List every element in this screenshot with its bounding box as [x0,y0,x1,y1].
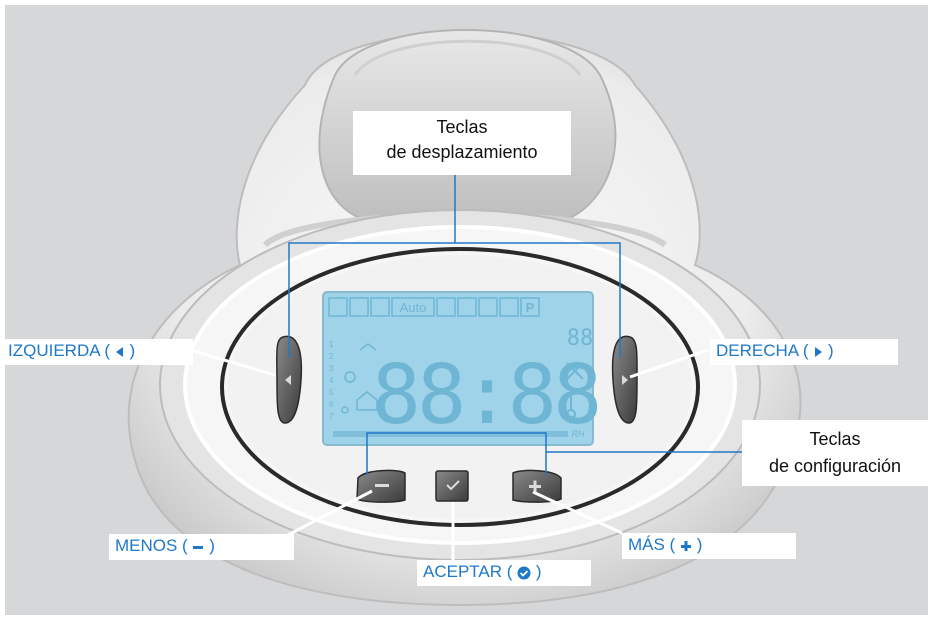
config-keys-text: Teclas de configuración [768,429,902,476]
scroll-keys-text: Teclas de desplazamiento [386,117,538,162]
lcd-small-digits: 88 [567,326,594,351]
plus-icon [529,480,541,493]
plus-label: MÁS ( ) [622,533,796,559]
svg-text:6: 6 [329,400,334,409]
minus-pointer [287,489,373,537]
config-keys-label: Teclas de configuración [742,420,928,486]
lcd-day-numbers: 1 2 3 4 5 6 7 [329,340,334,421]
diagram-stage: Auto P 1 2 3 4 5 6 7 88:88 88 RH [5,5,928,615]
accept-label-close: ) [535,562,542,581]
svg-text:2: 2 [329,352,334,361]
lcd-p-icon: P [526,300,535,315]
left-label-close: ) [129,341,136,360]
minus-label-text: MENOS ( [115,536,188,555]
svg-text:7: 7 [329,412,334,421]
accept-label-text: ACEPTAR ( [423,562,513,581]
accept-button[interactable] [435,470,469,502]
plus-label-close: ) [696,535,703,554]
minus-label-close: ) [209,536,215,555]
scroll-keys-bracket [288,242,621,358]
lcd-mode-icons [341,343,378,414]
svg-text:5: 5 [329,388,334,397]
svg-text:4: 4 [329,376,334,385]
minus-button[interactable] [356,469,406,503]
right-label-close: ) [828,341,834,360]
minus-icon [193,545,204,549]
left-label-text: IZQUIERDA ( [8,341,111,360]
lcd-top-icon-row [328,297,540,317]
right-label-text: DERECHA ( [716,341,809,360]
right-pointer [629,348,709,379]
pointer-lines [189,348,709,560]
triangle-right-icon [815,346,823,357]
lcd-rh-indicator: RH [572,429,585,439]
lcd-program-bar [333,431,568,437]
minus-icon [375,484,389,487]
thermostat-illustration: Auto P 1 2 3 4 5 6 7 88:88 88 RH [127,29,802,607]
lcd-thermometer-icon [566,390,576,419]
lcd-display: Auto P 1 2 3 4 5 6 7 88:88 88 RH [322,291,602,446]
leader-lines [288,175,742,475]
config-keys-bracket [366,432,547,475]
left-pointer [189,348,276,377]
check-icon [446,480,460,491]
svg-text:1: 1 [329,340,334,349]
svg-text:3: 3 [329,364,334,373]
accept-label: ACEPTAR ( ) [417,560,591,586]
plus-button[interactable] [512,469,562,503]
plus-pointer [532,490,623,535]
right-button[interactable] [611,335,638,424]
plus-label-text: MÁS ( [628,535,676,554]
right-label: DERECHA ( ) [710,339,898,365]
scroll-keys-label: Teclas de desplazamiento [353,111,571,175]
check-icon [517,566,531,580]
lcd-main-digits: 88:88 [372,348,599,443]
left-label: IZQUIERDA ( ) [5,339,193,365]
minus-label: MENOS ( ) [109,534,294,560]
triangle-right-icon [622,375,628,385]
triangle-left-icon [285,375,291,385]
plus-icon [680,540,691,551]
triangle-left-icon [115,346,123,357]
lcd-auto-icon: Auto [400,300,427,315]
left-button[interactable] [276,335,303,424]
lcd-wrench-icon [566,362,584,380]
